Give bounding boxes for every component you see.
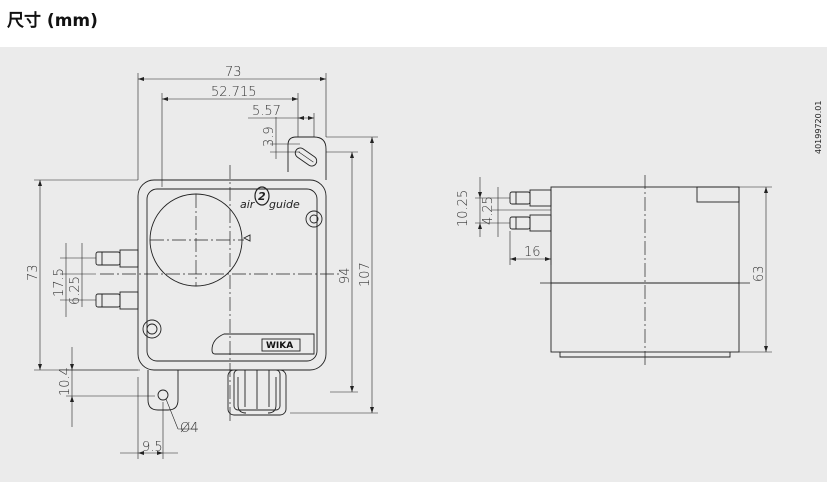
page-title: 尺寸 (mm) — [7, 11, 98, 31]
pressure-port-upper — [95, 249, 139, 268]
dim-107: 107 — [358, 262, 373, 287]
dim-5-57: 5.57 — [252, 104, 281, 119]
dim-17-5: 17.5 — [52, 268, 67, 297]
dim-9-5: 9.5 — [142, 440, 163, 455]
side-top-step — [696, 186, 740, 203]
centre-lines-front — [100, 165, 340, 422]
screw-hole-top-inner — [309, 214, 319, 224]
dim-10-4: 10.4 — [58, 367, 73, 396]
dimension-arrows — [38, 77, 768, 455]
pressure-port-lower — [95, 291, 139, 310]
dim-94: 94 — [338, 267, 353, 284]
technical-drawing: air 2 guide WIKA 73 52.715 5.57 3.9 73 1… — [26, 65, 823, 459]
dim-73-height: 73 — [26, 264, 41, 281]
logo-text-air: air — [240, 198, 256, 211]
wika-logo: WIKA — [266, 341, 293, 351]
adjust-arrow-icon — [242, 234, 251, 242]
air2guide-logo: air 2 guide — [240, 186, 300, 211]
dim-73-width: 73 — [225, 65, 242, 80]
wika-logo-box — [261, 338, 301, 352]
mounting-slot-top — [294, 147, 318, 167]
dim-10-25: 10.25 — [456, 190, 471, 227]
dim-diameter-4: Ø4 — [180, 421, 199, 436]
cable-gland — [227, 369, 287, 416]
dim-4-25: 4.25 — [481, 196, 496, 225]
brand-badge — [211, 333, 315, 355]
dim-3-9: 3.9 — [262, 126, 277, 147]
dim-63: 63 — [752, 265, 767, 282]
side-port-lower — [509, 214, 552, 232]
dim-52-715: 52.715 — [211, 85, 257, 100]
centre-lines-side — [540, 175, 750, 365]
front-view — [95, 136, 327, 416]
mounting-ear-top — [287, 136, 327, 180]
logo-digit: 2 — [258, 190, 266, 203]
dim-6-25: 6.25 — [68, 276, 83, 305]
screw-hole-top — [305, 210, 323, 228]
side-view — [509, 186, 740, 358]
dim-16: 16 — [524, 245, 541, 260]
screw-hole-bottom — [142, 319, 162, 339]
mounting-hole-bottom — [157, 389, 169, 401]
logo-text-guide: guide — [269, 198, 300, 211]
dimension-lines — [34, 73, 772, 459]
screw-hole-bottom-inner — [146, 323, 158, 335]
side-port-upper — [509, 189, 552, 207]
document-number: 40199720.01 — [814, 101, 823, 154]
housing-inner-outline — [146, 188, 318, 362]
